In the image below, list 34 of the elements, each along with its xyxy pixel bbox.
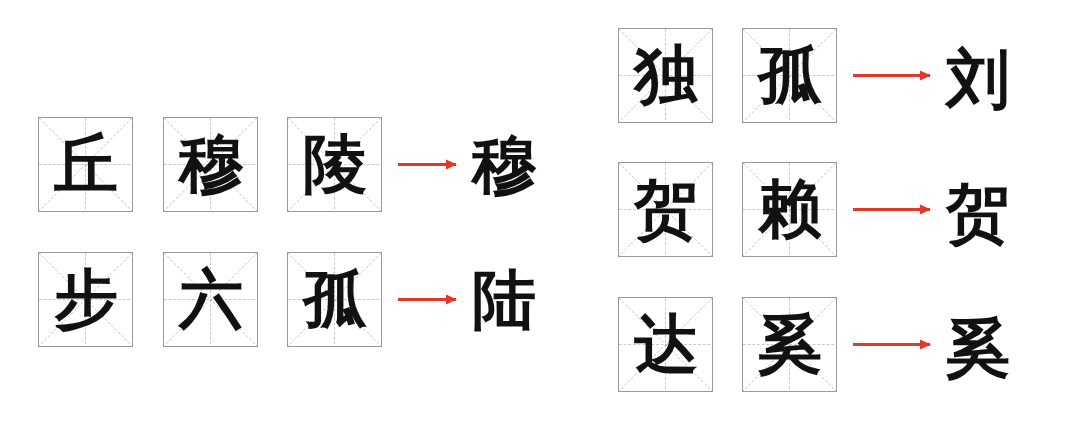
chinese-character: 步 <box>53 267 118 332</box>
character-grid-box <box>742 162 837 257</box>
character-grid-box <box>38 117 133 212</box>
character-grid-box <box>287 117 382 212</box>
chinese-character: 六 <box>178 267 243 332</box>
arrow <box>853 70 931 81</box>
chinese-character: 陆 <box>466 263 542 339</box>
arrow <box>398 159 457 170</box>
arrow <box>853 339 931 350</box>
chinese-character: 达 <box>633 312 698 377</box>
arrow <box>853 204 931 215</box>
character-grid-box <box>287 252 382 347</box>
chinese-character: 穆 <box>178 132 243 197</box>
chinese-character: 刘 <box>940 42 1016 118</box>
chinese-character: 陵 <box>302 132 367 197</box>
chinese-character: 孤 <box>302 267 367 332</box>
character-grid-box <box>742 28 837 123</box>
character-grid-box <box>38 252 133 347</box>
character-grid-box <box>163 117 258 212</box>
chinese-character: 独 <box>633 43 698 108</box>
character-grid-box <box>618 28 713 123</box>
arrow <box>398 294 457 305</box>
chinese-character: 奚 <box>940 311 1016 387</box>
character-grid-box <box>618 297 713 392</box>
chinese-character: 穆 <box>466 128 542 204</box>
character-grid-box <box>163 252 258 347</box>
character-grid-box <box>618 162 713 257</box>
chinese-character: 贺 <box>633 177 698 242</box>
chinese-character: 贺 <box>940 176 1016 252</box>
chinese-character: 丘 <box>53 132 118 197</box>
chinese-character: 赖 <box>757 177 822 242</box>
character-grid-box <box>742 297 837 392</box>
chinese-character: 奚 <box>757 312 822 377</box>
chinese-character: 孤 <box>757 43 822 108</box>
